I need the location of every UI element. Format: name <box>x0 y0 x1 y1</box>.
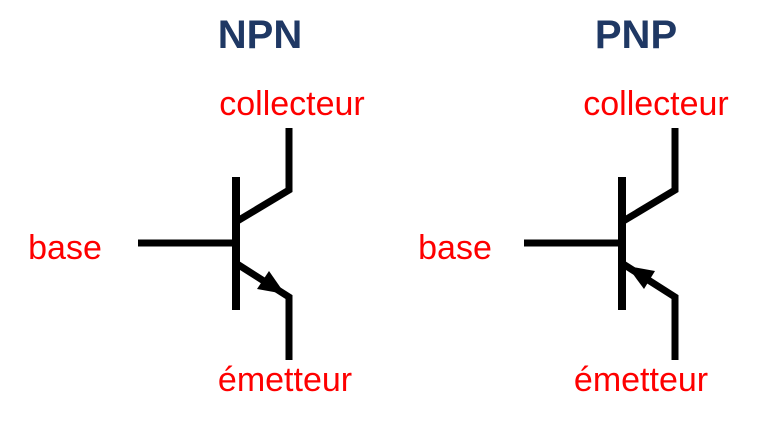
pnp-collector-line <box>618 128 679 227</box>
pnp-emitter-label: émetteur <box>573 361 709 399</box>
pnp-transistor-symbol-icon <box>524 128 679 360</box>
npn-collector-label: collecteur <box>219 85 365 123</box>
npn-emitter-label: émetteur <box>217 361 353 399</box>
pnp-emitter-arrowhead-icon <box>627 266 655 289</box>
npn-transistor-symbol-icon <box>138 128 293 360</box>
pnp-base-label: base <box>418 229 492 267</box>
npn-title: NPN <box>217 13 303 57</box>
npn-emitter-arrowhead-icon <box>257 271 285 294</box>
npn-collector-line <box>232 128 293 227</box>
pnp-collector-label: collecteur <box>583 85 729 123</box>
npn-base-label: base <box>28 229 102 267</box>
npn-emitter-line <box>232 259 293 360</box>
pnp-title: PNP <box>594 13 678 57</box>
